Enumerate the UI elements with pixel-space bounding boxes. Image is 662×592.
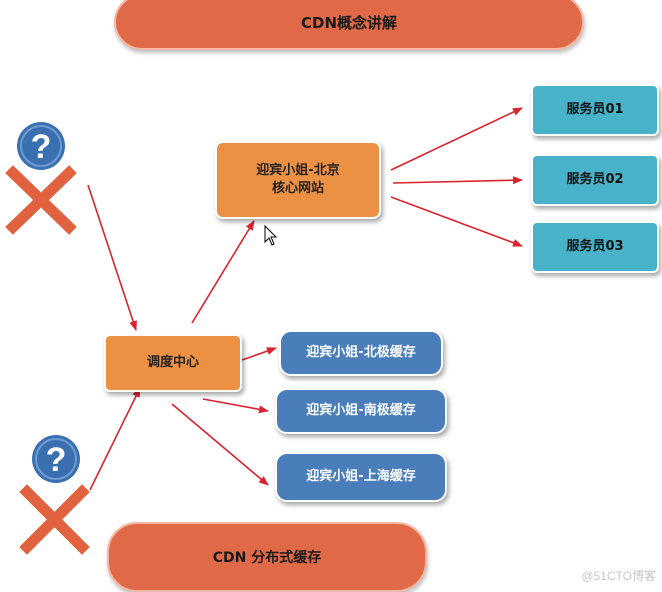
cache-box-south: 迎宾小姐-南极缓存 bbox=[275, 388, 447, 434]
server-label: 服务员01 bbox=[566, 102, 624, 117]
server-box-03: 服务员03 bbox=[531, 221, 659, 273]
arrow-dispatch-to-cache-north bbox=[241, 347, 277, 361]
core-site-line2: 核心网站 bbox=[271, 181, 324, 196]
question-mark-glyph: ? bbox=[46, 441, 67, 479]
server-label: 服务员03 bbox=[566, 239, 624, 254]
arrow-dispatch-to-cache-south bbox=[202, 398, 269, 414]
arrow-user2-to-dispatch bbox=[89, 387, 141, 491]
title-banner: CDN概念讲解 bbox=[114, 0, 584, 50]
arrow-core-to-server02 bbox=[392, 176, 523, 185]
server-box-01: 服务员01 bbox=[531, 84, 659, 136]
cache-label: 迎宾小姐-南极缓存 bbox=[306, 403, 416, 418]
title-text: CDN概念讲解 bbox=[300, 13, 397, 32]
cross-icon bbox=[19, 484, 90, 555]
question-icon: ? bbox=[17, 122, 65, 170]
bottom-banner-text: CDN 分布式缓存 bbox=[212, 550, 322, 566]
cache-box-shanghai: 迎宾小姐-上海缓存 bbox=[275, 452, 447, 502]
cross-icon bbox=[5, 165, 77, 235]
cache-box-north: 迎宾小姐-北极缓存 bbox=[279, 330, 443, 376]
arrow-core-to-server01 bbox=[390, 107, 523, 171]
mouse-cursor-icon bbox=[264, 224, 278, 246]
cache-label: 迎宾小姐-上海缓存 bbox=[306, 469, 416, 484]
arrow-dispatch-to-core bbox=[191, 220, 255, 324]
core-site-line1: 迎宾小姐-北京 bbox=[256, 163, 340, 178]
arrow-dispatch-to-cache-shanghai bbox=[171, 403, 269, 486]
question-mark-glyph: ? bbox=[31, 128, 52, 166]
cache-label: 迎宾小姐-北极缓存 bbox=[306, 345, 416, 360]
watermark: @51CTO博客 bbox=[581, 569, 656, 583]
arrow-core-to-server03 bbox=[390, 196, 523, 247]
dispatch-center-box: 调度中心 bbox=[104, 334, 242, 392]
arrow-user1-to-dispatch bbox=[87, 184, 137, 331]
dispatch-label: 调度中心 bbox=[146, 355, 199, 370]
server-label: 服务员02 bbox=[566, 172, 624, 187]
question-icon: ? bbox=[32, 435, 80, 483]
cdn-distributed-cache-banner: CDN 分布式缓存 bbox=[107, 522, 427, 592]
core-site-box: 迎宾小姐-北京 核心网站 bbox=[215, 141, 381, 219]
server-box-02: 服务员02 bbox=[531, 154, 659, 206]
